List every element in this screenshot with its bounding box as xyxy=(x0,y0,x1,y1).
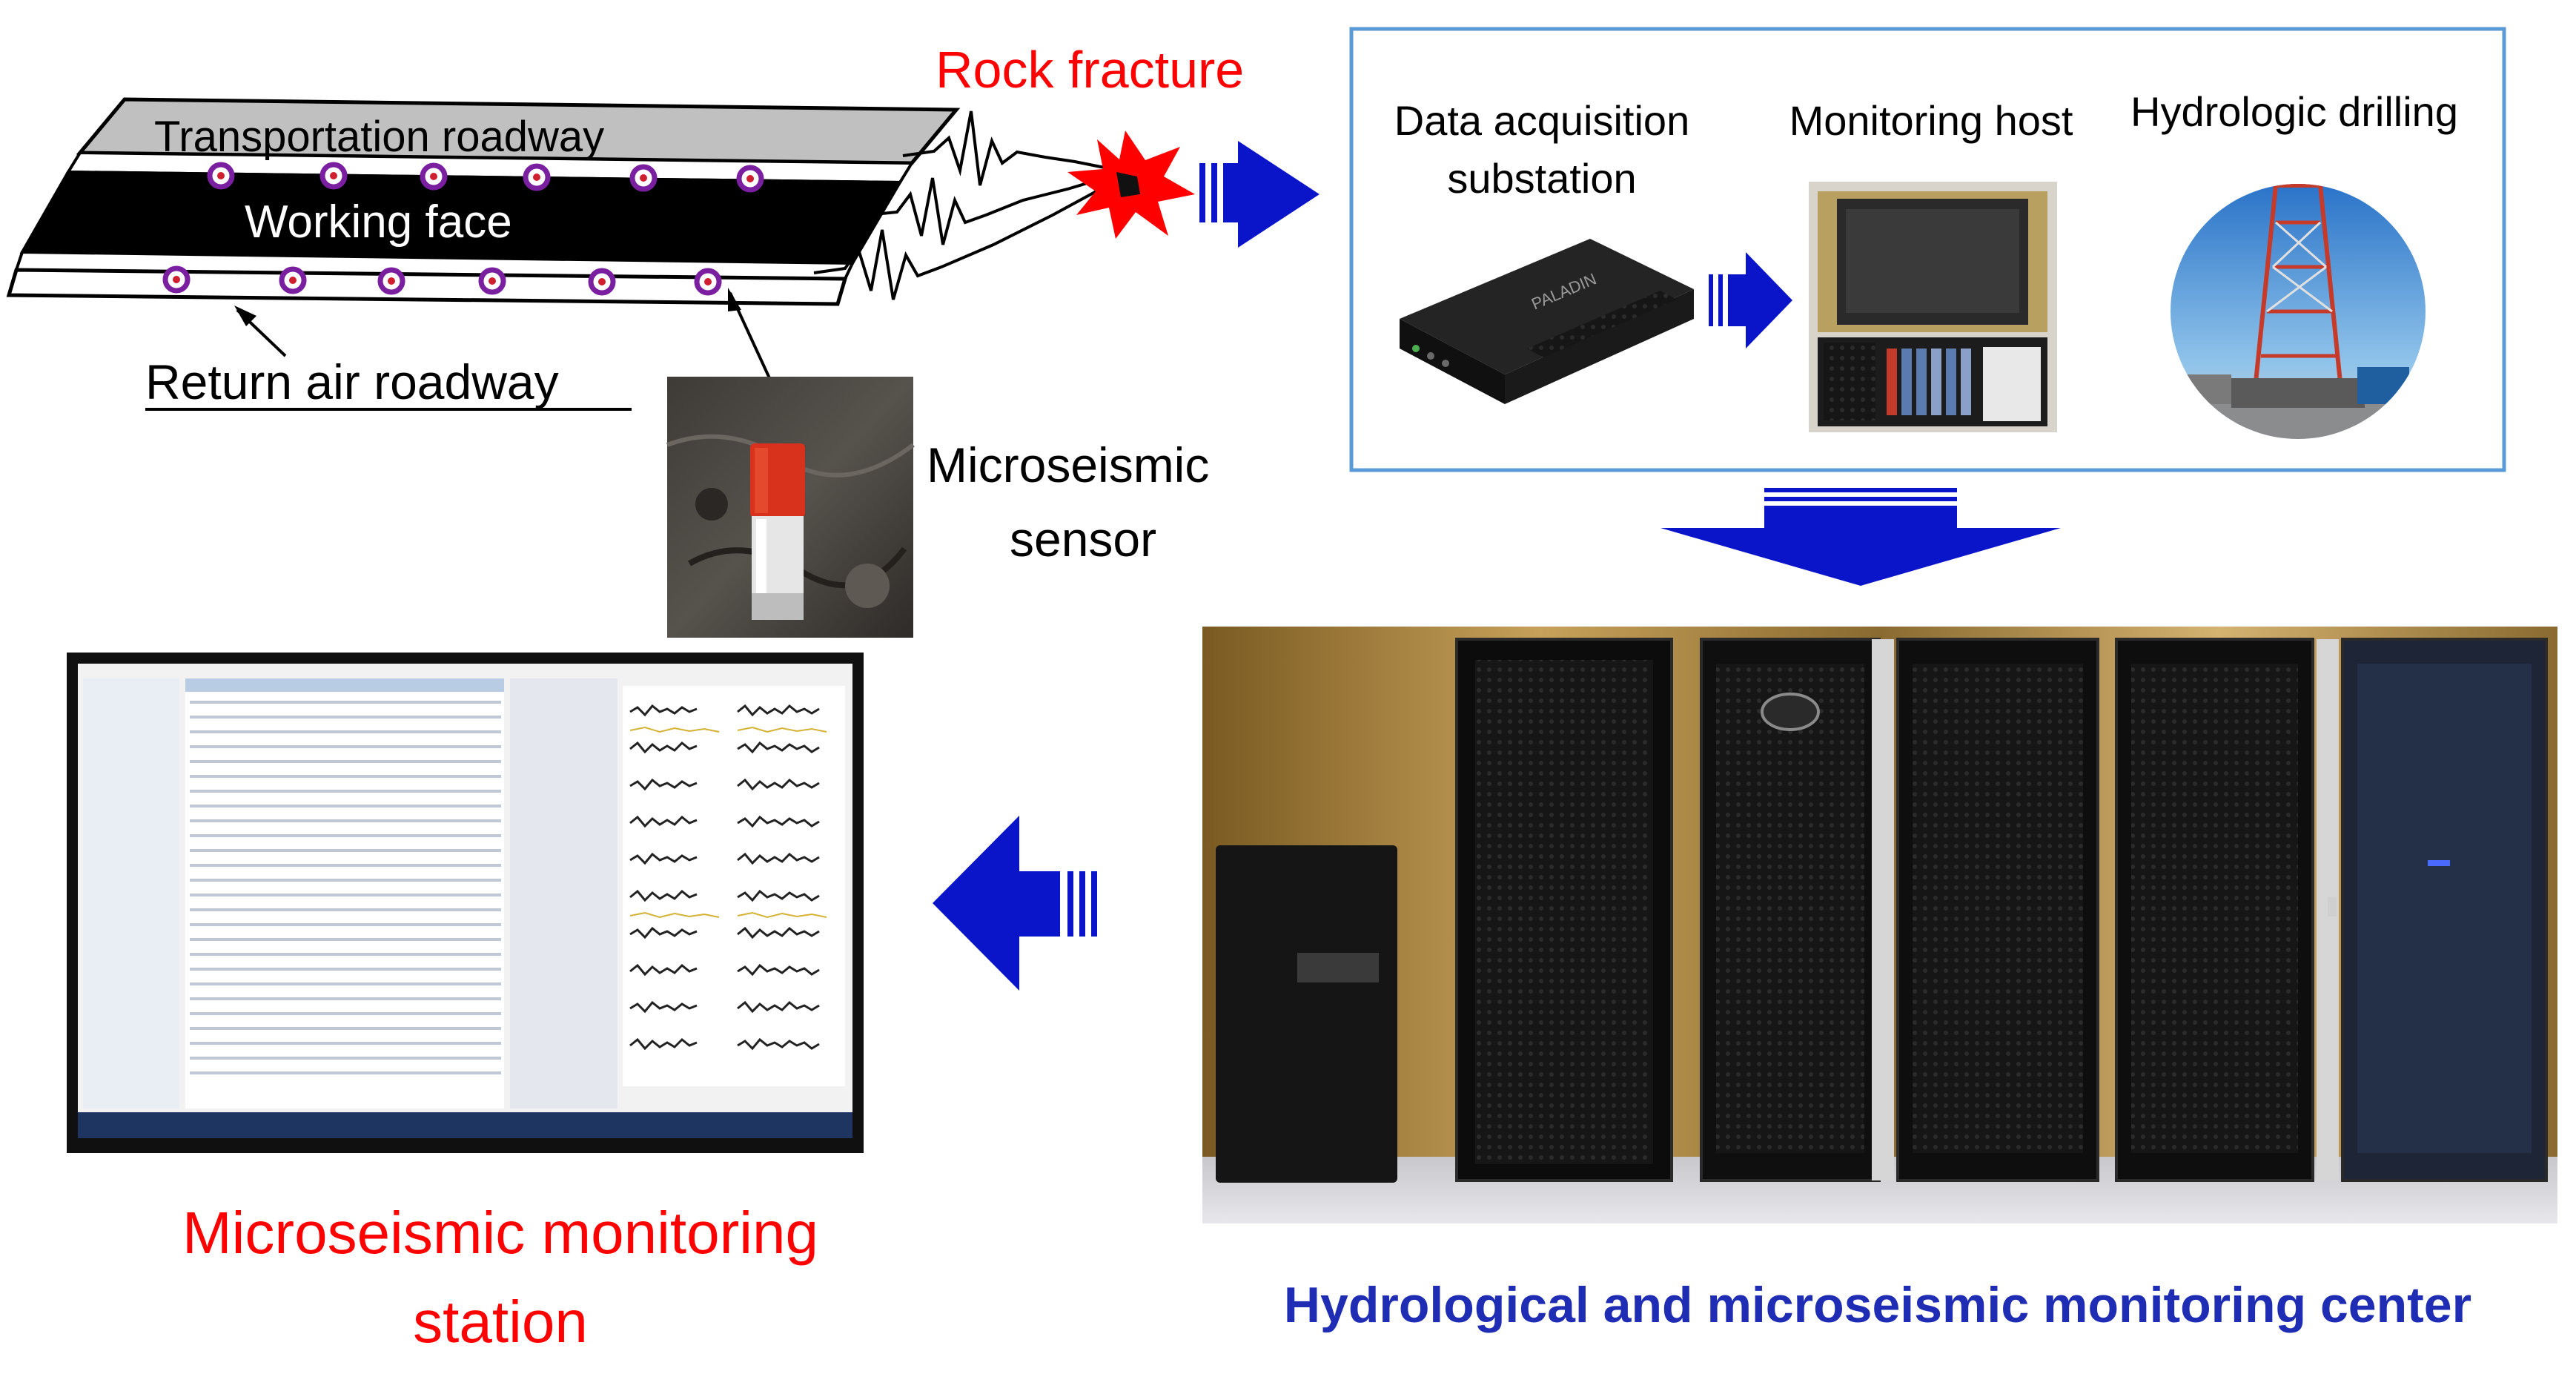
monitoring-station-label-line2: station xyxy=(413,1289,588,1355)
arrow-small-right xyxy=(1709,252,1792,349)
monitoring-station-screen xyxy=(67,653,864,1153)
rock-fracture-label: Rock fracture xyxy=(936,41,1244,99)
sensor-label-line1: Microseismic xyxy=(927,437,1209,492)
roadway-schematic: Transportation roadway Working face Retu… xyxy=(6,97,961,427)
return-air-roadway-band xyxy=(6,268,848,306)
waveform-traces xyxy=(629,704,820,1051)
sensor-markers-bottom xyxy=(162,265,722,296)
arrow-down xyxy=(1661,488,2061,586)
substation-label-line1: Data acquisition xyxy=(1394,97,1689,144)
substation-label-line2: substation xyxy=(1447,155,1636,202)
arrow-right xyxy=(1199,141,1320,248)
sensor-label-line2: sensor xyxy=(1010,512,1156,567)
monitoring-center-label: Hydrological and microseismic monitoring… xyxy=(1284,1277,2471,1333)
sensor-pointer-arrowhead xyxy=(728,288,741,311)
seismic-waves xyxy=(813,110,1105,300)
substation-device-image: PALADIN xyxy=(1400,239,1694,404)
transportation-roadway-label: Transportation roadway xyxy=(154,113,604,161)
drilling-label: Hydrologic drilling xyxy=(2130,88,2458,135)
monitoring-host-image xyxy=(1809,182,2057,432)
monitoring-station-label-line1: Microseismic monitoring xyxy=(182,1200,818,1266)
monitoring-center-photo xyxy=(1202,627,2557,1223)
working-face-label: Working face xyxy=(245,196,512,248)
sensor-markers-top xyxy=(207,162,764,193)
host-label: Monitoring host xyxy=(1789,97,2073,144)
arrow-left xyxy=(933,816,1097,991)
return-pointer-arrowhead xyxy=(234,305,256,326)
sensor-photo xyxy=(666,377,915,638)
return-air-roadway-label: Return air roadway xyxy=(145,354,559,409)
rock-fracture-burst xyxy=(1067,131,1195,239)
